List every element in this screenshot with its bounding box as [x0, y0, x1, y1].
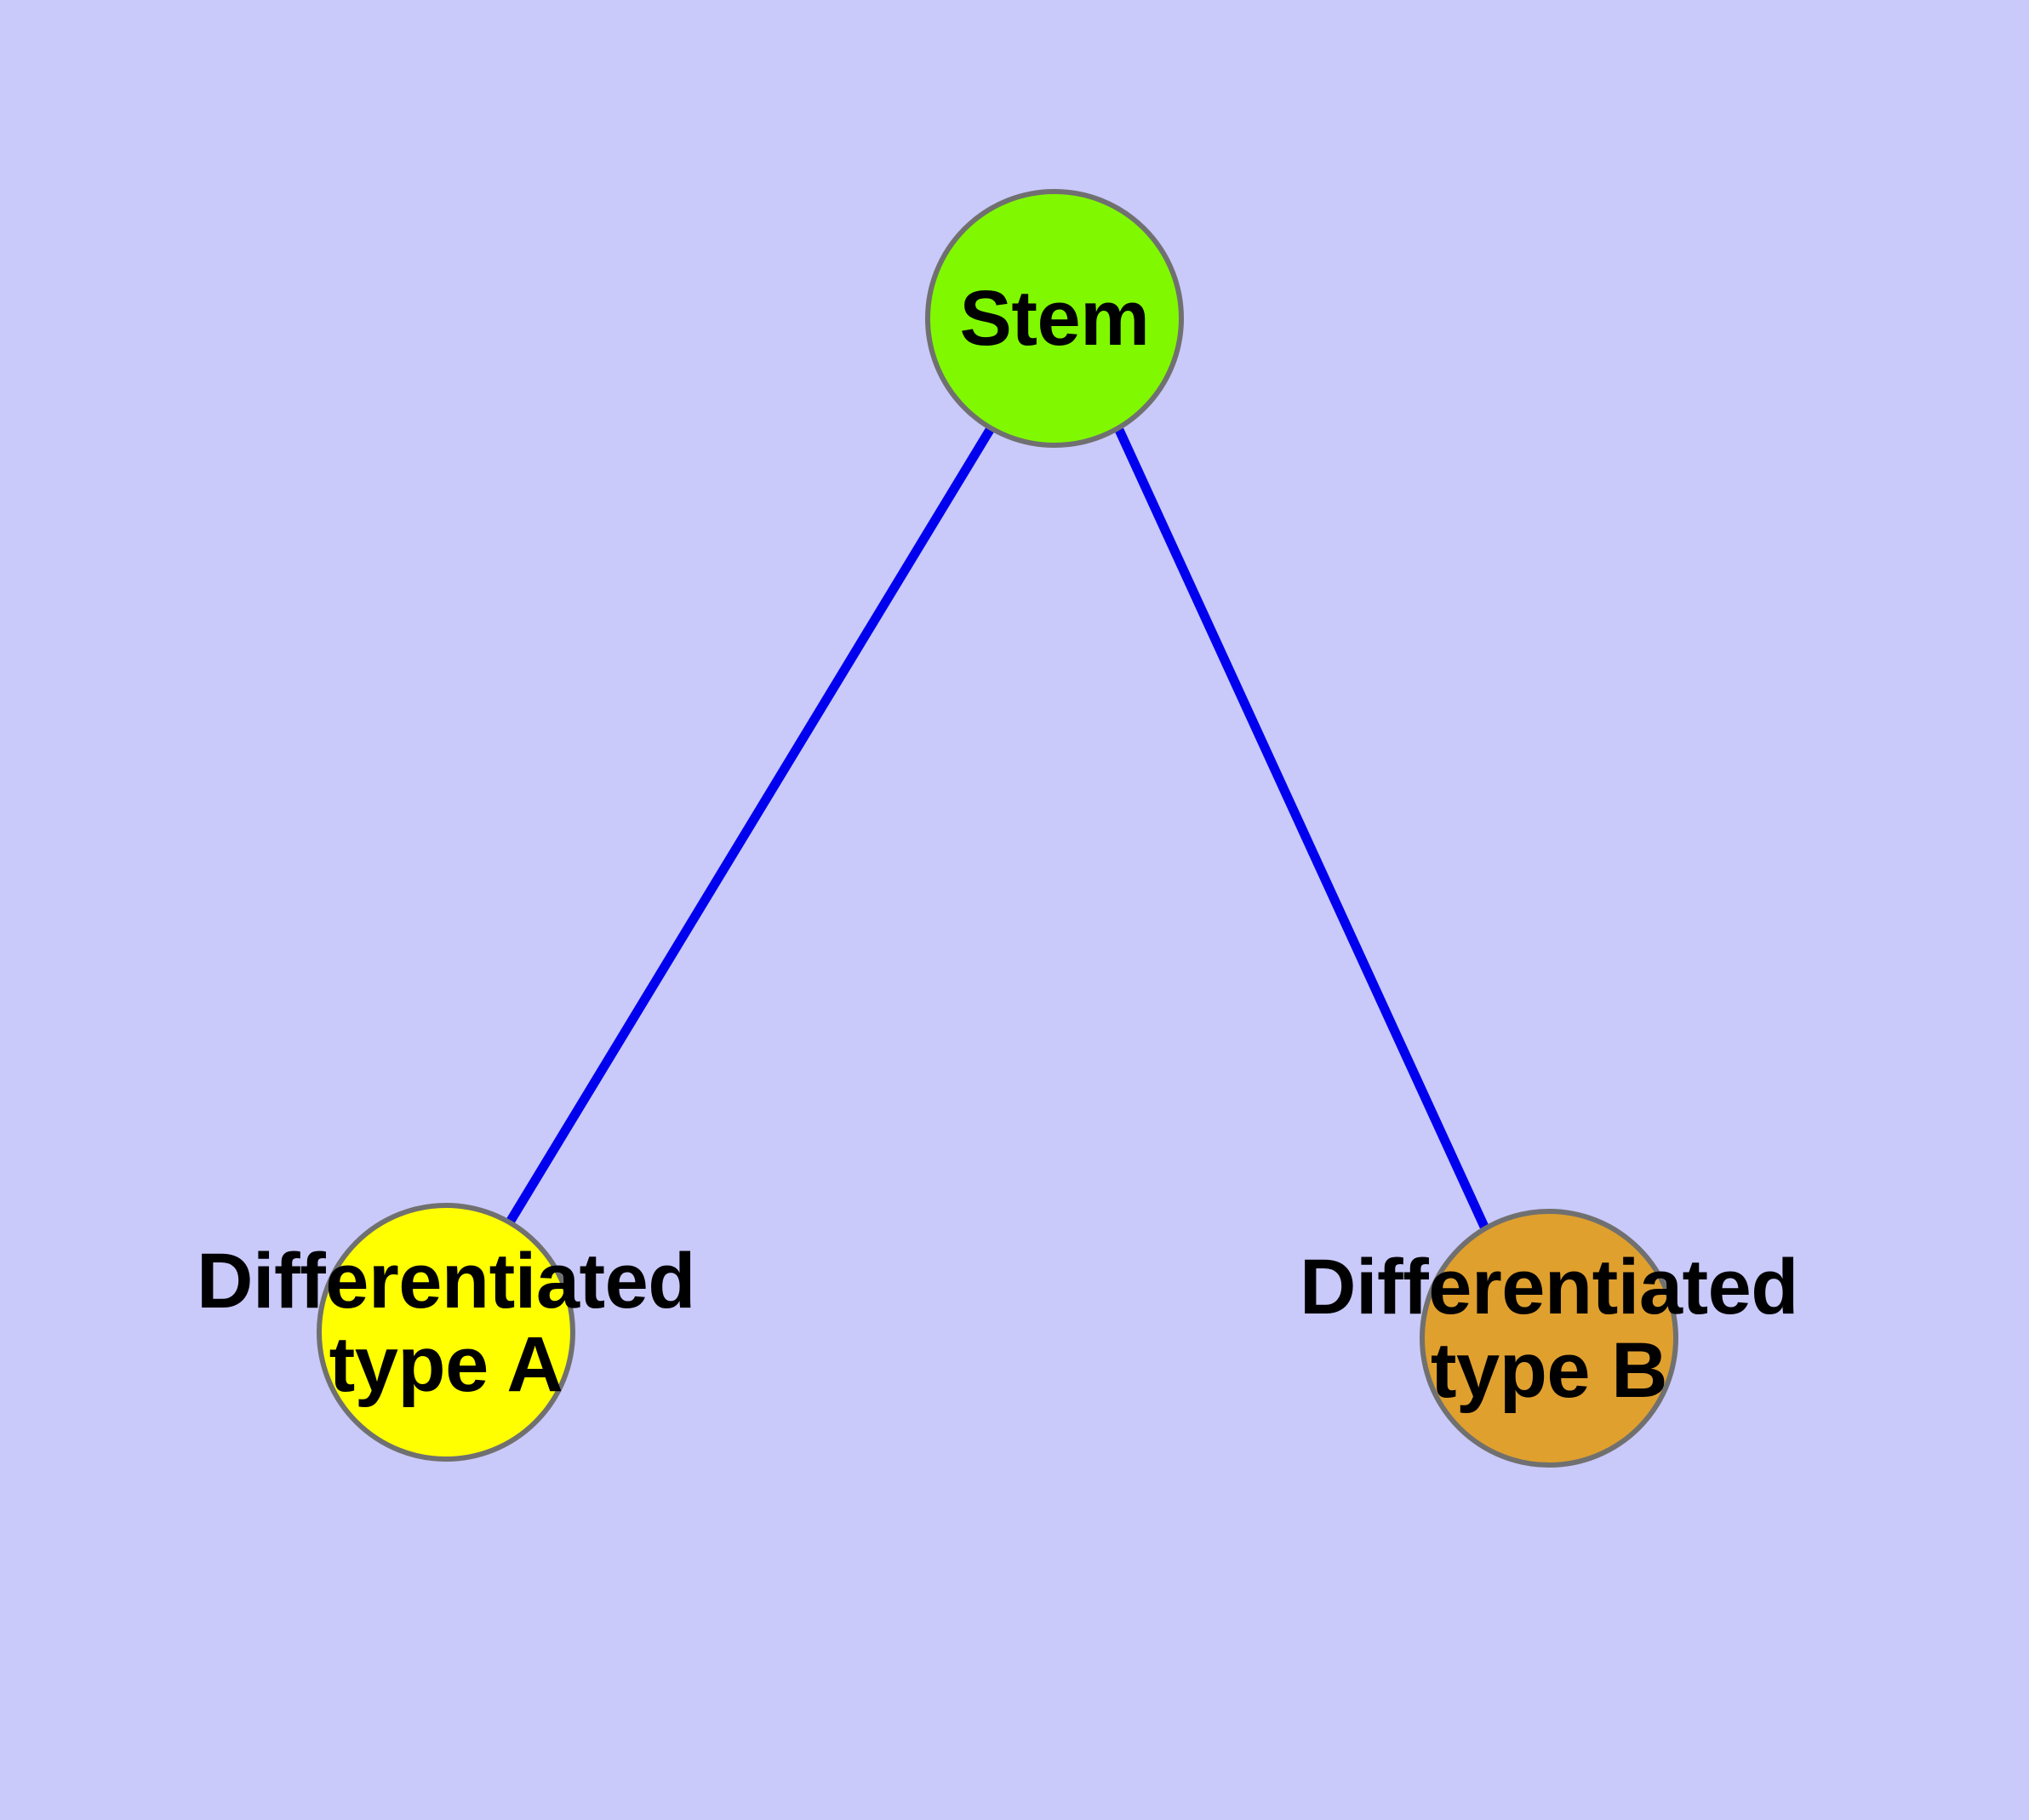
node-differentiated-type-b[interactable]	[1420, 1209, 1678, 1468]
edge-stem-to-differentiated-type-a	[506, 427, 994, 1223]
node-differentiated-type-a[interactable]	[317, 1203, 575, 1462]
edge-stem-to-differentiated-type-b	[1115, 427, 1489, 1229]
node-stem[interactable]	[925, 189, 1184, 448]
